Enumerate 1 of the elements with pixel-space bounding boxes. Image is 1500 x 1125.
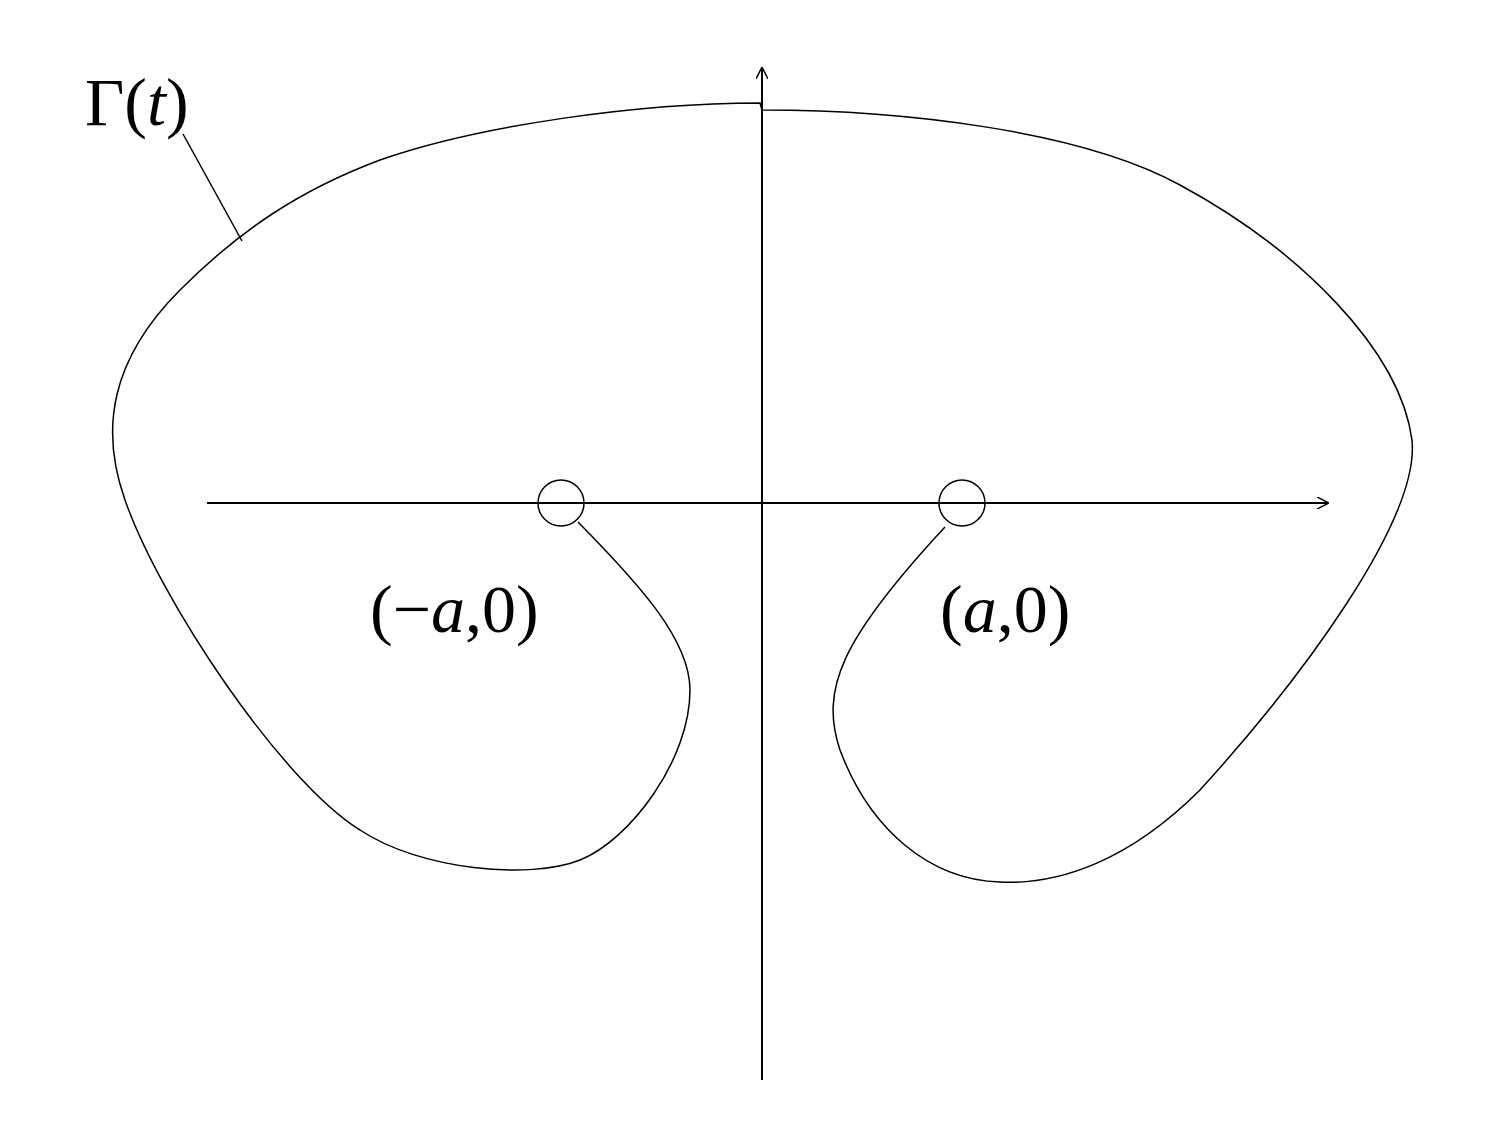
leader-line <box>182 133 243 242</box>
